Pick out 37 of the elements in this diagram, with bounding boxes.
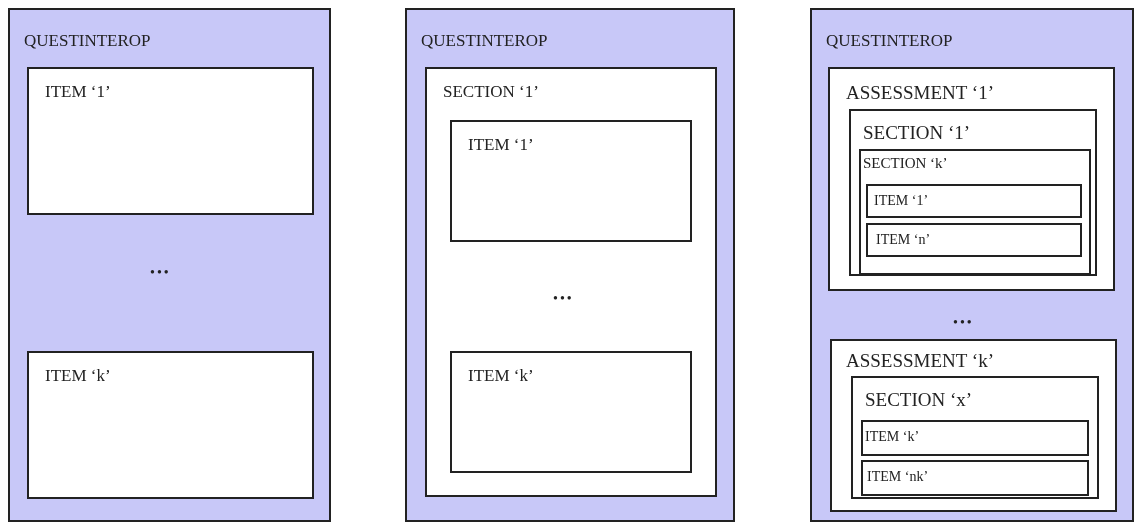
panel-title: QUESTINTEROP	[421, 32, 548, 49]
box-title: ITEM ‘k’	[45, 367, 111, 384]
box-title: ITEM ‘1’	[45, 83, 111, 100]
panel-title: QUESTINTEROP	[826, 32, 953, 49]
box-title: ASSESSMENT ‘k’	[846, 351, 994, 370]
panel	[810, 8, 1134, 522]
item-box	[861, 420, 1089, 456]
assessment-box	[830, 339, 1117, 512]
item-box	[861, 460, 1089, 496]
box-title: SECTION ‘1’	[863, 123, 971, 142]
box-title: SECTION ‘x’	[865, 390, 973, 409]
section-box	[849, 109, 1097, 276]
item-box	[27, 67, 314, 215]
panel-title: QUESTINTEROP	[24, 32, 151, 49]
box-title: ITEM ‘k’	[468, 367, 534, 384]
box-title: SECTION ‘k’	[863, 156, 948, 171]
box-title: SECTION ‘1’	[443, 83, 539, 100]
box-title: ITEM ‘k’	[865, 430, 920, 444]
section-box	[859, 149, 1091, 275]
item-box	[866, 223, 1082, 257]
panel	[405, 8, 735, 522]
box-title: ITEM ‘1’	[874, 194, 929, 208]
ellipsis-dots: •••	[150, 266, 171, 280]
section-box	[425, 67, 717, 497]
item-box	[866, 184, 1082, 218]
item-box	[27, 351, 314, 499]
box-title: ITEM ‘nk’	[867, 470, 929, 484]
ellipsis-dots: •••	[953, 316, 974, 330]
panel	[8, 8, 331, 522]
assessment-box	[828, 67, 1115, 291]
box-title: ITEM ‘n’	[876, 233, 931, 247]
item-box	[450, 351, 692, 473]
section-box	[851, 376, 1099, 499]
box-title: ITEM ‘1’	[468, 136, 534, 153]
item-box	[450, 120, 692, 242]
box-title: ASSESSMENT ‘1’	[846, 83, 994, 102]
ellipsis-dots: •••	[553, 292, 574, 306]
